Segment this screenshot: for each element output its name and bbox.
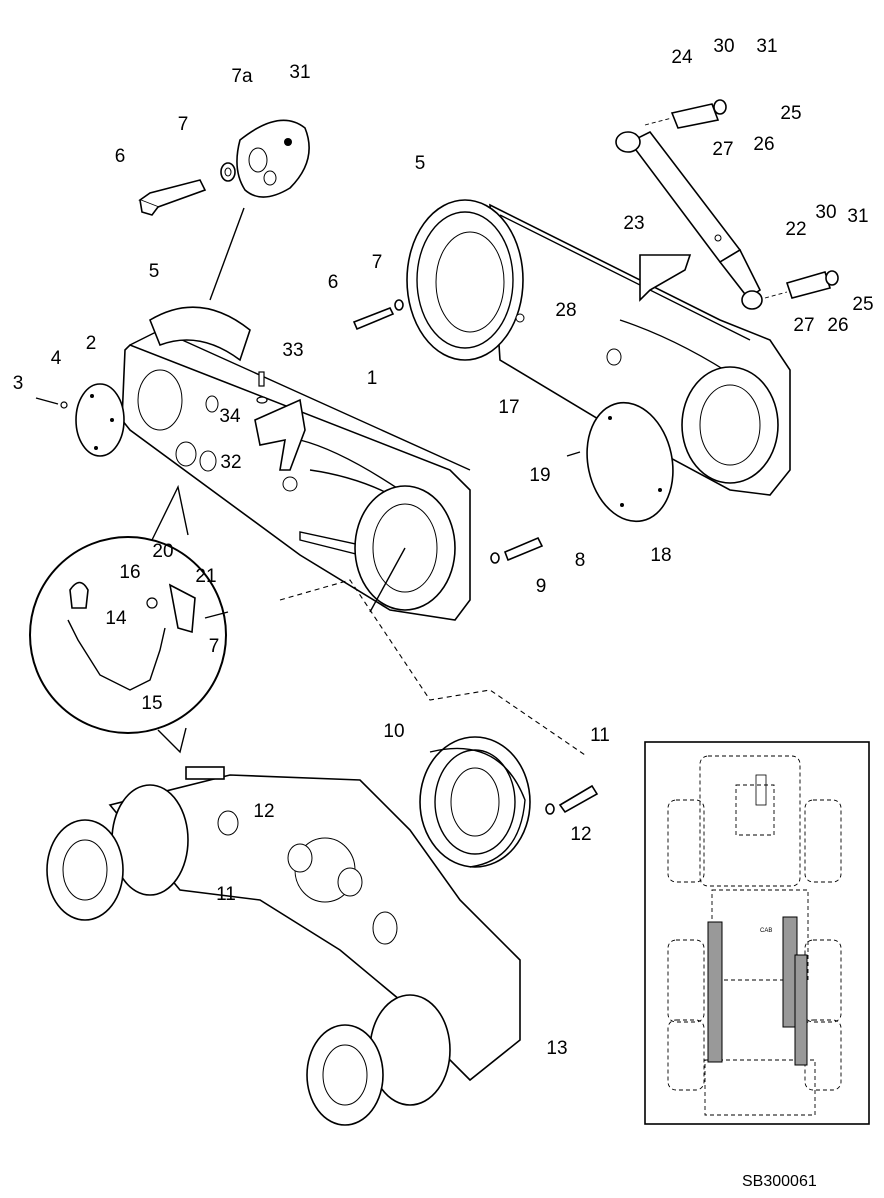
callout-30b: 30	[815, 202, 836, 223]
callout-13: 13	[546, 1038, 567, 1059]
document-id: SB300061	[742, 1173, 817, 1190]
callout-3: 3	[13, 373, 24, 394]
callout-17: 17	[498, 397, 519, 418]
hydraulic-cylinder-23	[615, 130, 763, 310]
callout-6-top: 6	[115, 146, 126, 167]
bolt-6-top	[138, 179, 207, 208]
callout-1: 1	[367, 368, 378, 389]
cover-plate-2	[35, 383, 125, 457]
pin-24	[644, 99, 727, 129]
callout-34: 34	[219, 406, 241, 427]
callout-6-mid: 6	[328, 272, 339, 293]
callout-2: 2	[86, 333, 97, 354]
inset-cab-label: CAB	[760, 928, 772, 934]
bogie-beam-17	[489, 203, 791, 496]
bolt-6-mid	[352, 299, 404, 331]
callout-25b: 25	[852, 294, 873, 315]
callout-7-inset: 7	[209, 636, 220, 657]
bolt-8	[490, 536, 544, 564]
bolt-6-head	[139, 199, 159, 216]
callout-15: 15	[141, 693, 162, 714]
callout-31a: 31	[289, 62, 310, 83]
callout-18: 18	[650, 545, 671, 566]
bogie-beam-1	[121, 306, 471, 621]
callout-14: 14	[105, 608, 127, 629]
callout-28: 28	[555, 300, 576, 321]
pin-22	[764, 270, 839, 299]
cylinder-bracket	[639, 254, 692, 302]
callout-7-mid: 7	[372, 252, 383, 273]
ring-5-left	[149, 306, 251, 362]
axle-housing-13	[46, 766, 521, 1126]
callout-33: 33	[282, 340, 303, 361]
bolt-33	[256, 371, 268, 404]
machine-location-inset: CAB	[644, 741, 870, 1125]
callout-5-left: 5	[149, 261, 160, 282]
callout-25a: 25	[780, 103, 801, 124]
callout-5-right: 5	[415, 153, 426, 174]
callout-20: 20	[152, 541, 173, 562]
callout-27b: 27	[793, 315, 814, 336]
assembly-dashed-line	[279, 579, 586, 756]
callout-32: 32	[220, 452, 241, 473]
callout-22: 22	[785, 219, 806, 240]
callout-31b: 31	[756, 36, 777, 57]
callout-31c: 31	[847, 206, 868, 227]
left-bogie-highlight	[707, 921, 723, 1063]
callout-19: 19	[529, 465, 550, 486]
callout-27a: 27	[712, 139, 733, 160]
bolt-11-right	[545, 784, 599, 815]
detail-inset-chain	[29, 484, 229, 754]
callout-8: 8	[575, 550, 586, 571]
callout-21: 21	[195, 566, 216, 587]
callout-7-top: 7	[178, 114, 189, 135]
callout-24: 24	[671, 47, 693, 68]
callout-10: 10	[383, 721, 404, 742]
callout-4: 4	[51, 348, 62, 369]
callout-9: 9	[536, 576, 547, 597]
ring-5-right	[406, 199, 525, 361]
callout-11a: 11	[590, 725, 610, 746]
cover-plate-18	[566, 401, 674, 523]
ring-10	[419, 736, 531, 868]
callout-12a: 12	[253, 801, 274, 822]
callout-30a: 30	[713, 36, 734, 57]
callout-26b: 26	[827, 315, 848, 336]
cap-7a	[236, 119, 310, 198]
callout-23: 23	[623, 213, 644, 234]
bracket-32	[254, 398, 306, 471]
callout-12b: 12	[570, 824, 591, 845]
callout-16: 16	[119, 562, 140, 583]
callout-7a: 7a	[231, 66, 253, 87]
callout-11b: 11	[216, 884, 236, 905]
cap-assembly-top-left	[138, 119, 310, 301]
callout-26a: 26	[753, 134, 774, 155]
